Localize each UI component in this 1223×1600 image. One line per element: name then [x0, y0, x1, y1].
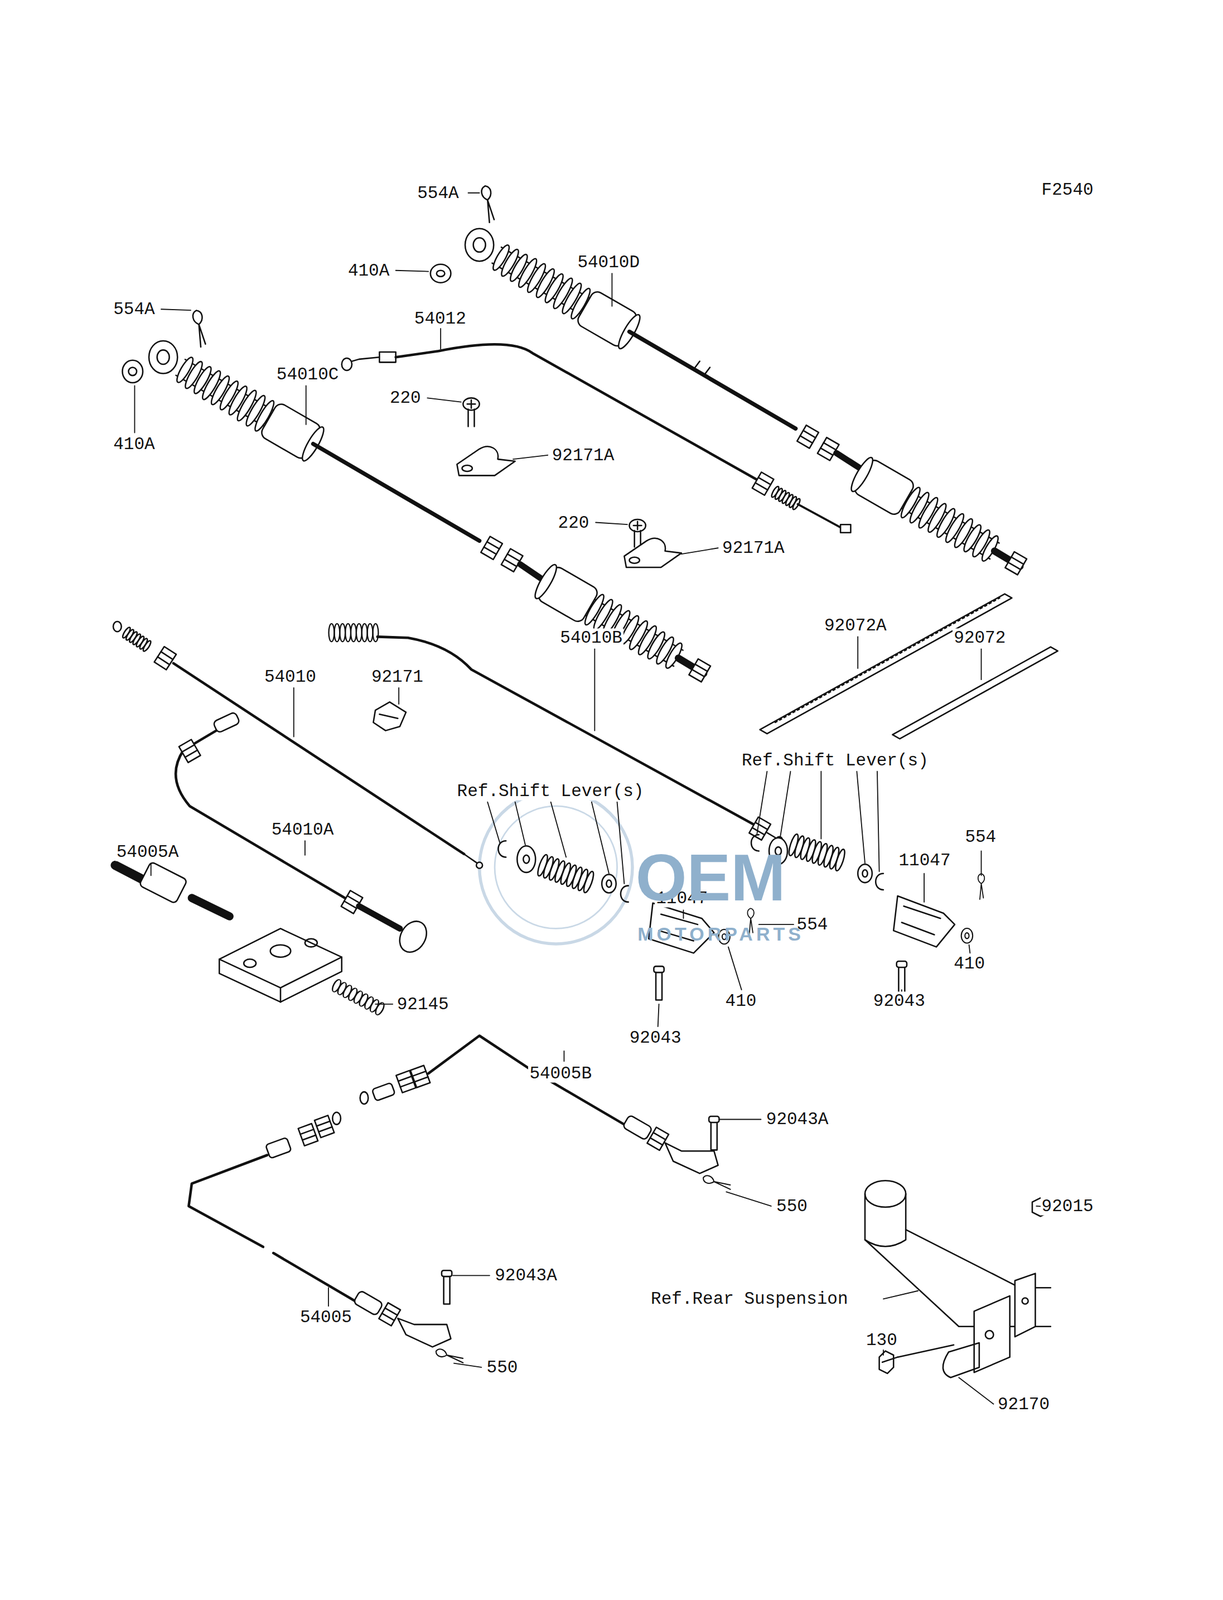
callout-number: 554	[963, 827, 998, 846]
callout-number: 92043	[872, 991, 927, 1010]
cable-54010B	[328, 623, 782, 843]
cable-54010D	[465, 228, 1027, 575]
shift-lever-parts	[751, 833, 985, 995]
clamp	[624, 538, 681, 568]
callout-number: 410A	[112, 434, 156, 453]
rear-suspension-bracket	[864, 1180, 1051, 1377]
callout-number: 554A	[416, 183, 460, 202]
cable-54010C	[148, 340, 711, 682]
callout-number: 54010C	[275, 365, 341, 384]
callout-number: 54005	[298, 1307, 354, 1327]
callout-number: 54010	[263, 666, 318, 686]
cable-54005	[188, 1112, 451, 1347]
callout-number: 554A	[112, 300, 156, 319]
drawing-number: F2540	[1040, 180, 1095, 200]
callout-number: 410A	[346, 260, 391, 280]
callout-number: 410	[952, 953, 986, 973]
adjuster-54005A	[115, 861, 342, 1002]
callout-number: 54005B	[528, 1064, 593, 1083]
callout-number: 92072A	[823, 616, 888, 635]
callout-number: 54010B	[558, 628, 624, 647]
callout-number: 410	[724, 991, 758, 1010]
callout-number: 92072	[952, 628, 1007, 647]
callout-number: 11047	[897, 850, 952, 869]
callout-number: 54012	[413, 308, 468, 328]
callout-number: Ref.Shift Lever(s)	[740, 750, 930, 770]
leader-lines	[134, 192, 1051, 1404]
callout-number: 220	[557, 513, 591, 532]
callout-number: 92043A	[493, 1265, 559, 1285]
callout-number: 92170	[996, 1394, 1051, 1413]
cable-54005B	[360, 1035, 719, 1174]
watermark: OEM	[634, 843, 787, 911]
callout-number: 54010D	[576, 253, 641, 272]
callout-number: 550	[775, 1196, 809, 1215]
callout-number: 92015	[1040, 1196, 1095, 1215]
callout-number: 92043	[628, 1028, 683, 1047]
callout-number: 92145	[395, 994, 451, 1013]
callout-number: Ref.Shift Lever(s)	[456, 781, 646, 800]
watermark-logo	[479, 790, 633, 944]
callout-number: 220	[388, 388, 423, 408]
cable-54010A	[175, 711, 432, 957]
callout-number: 92171	[370, 666, 425, 686]
callout-number: 92171A	[550, 445, 616, 464]
callout-number: 130	[864, 1330, 899, 1349]
clamp	[456, 446, 515, 476]
screw	[462, 397, 480, 427]
callout-number: 92043A	[765, 1109, 830, 1129]
callout-number: 92171A	[721, 538, 786, 558]
callout-number: Ref.Rear Suspension	[649, 1289, 849, 1308]
callout-number: 54010A	[270, 820, 336, 839]
cable-54012	[341, 344, 852, 533]
watermark: MOTORPARTS	[636, 923, 806, 944]
callout-number: 54005A	[115, 842, 181, 862]
callout-number: 550	[485, 1357, 520, 1376]
cable-54010	[113, 621, 483, 869]
